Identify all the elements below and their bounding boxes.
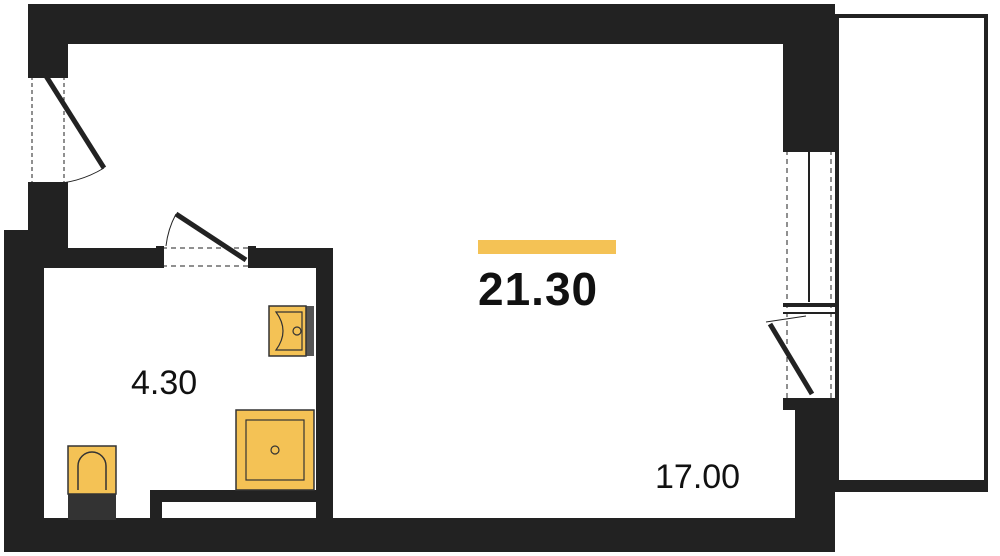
- sink-basin: [268, 305, 307, 357]
- sink-drain-icon: [292, 326, 302, 336]
- wall-gaps: [28, 74, 835, 402]
- bathroom-area-label: 4.30: [131, 364, 198, 402]
- outer-bottom-wall: [28, 518, 835, 552]
- bath-door-gap: [160, 248, 252, 268]
- toilet-bowl-base: [67, 445, 117, 495]
- sink-counter: [304, 306, 314, 356]
- entrance-gap: [28, 74, 68, 186]
- area-accent-bar: [478, 240, 616, 254]
- entrance-door: [28, 70, 107, 190]
- shower-tray: [235, 409, 315, 491]
- balcony-openings: [765, 144, 835, 406]
- total-area-label: 21.30: [478, 263, 599, 315]
- balcony-outline: [835, 14, 988, 492]
- sink: [268, 305, 314, 357]
- left-lower-wall: [4, 230, 44, 552]
- main-outline-wall: [28, 4, 835, 520]
- bath-inner-partition-post: [150, 490, 162, 520]
- bath-inner-partition: [150, 490, 318, 502]
- bathroom-door: [156, 211, 256, 268]
- toilet-tank: [68, 490, 116, 520]
- shower-drain-icon: [270, 445, 280, 455]
- toilet: [67, 445, 117, 520]
- main-room-area-label: 17.00: [655, 458, 741, 496]
